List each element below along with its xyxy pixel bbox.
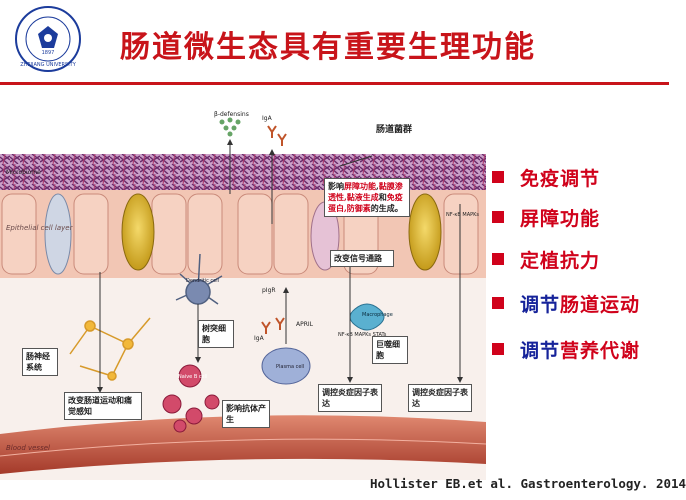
bullet-square-icon	[492, 297, 504, 309]
page-title: 肠道微生态具有重要生理功能	[120, 30, 536, 65]
macrophage-label: Macrophage	[362, 312, 393, 318]
barrier-function-box: 影响屏障功能,黏膜渗透性,黏液生成和免疫蛋白,防御素的生成。	[324, 178, 410, 217]
microbiome-label: Microbiome	[6, 169, 41, 176]
goblet-cell-2	[408, 193, 442, 271]
bullet-text: 肠道运动	[560, 293, 641, 316]
bullet-text: 屏障功能	[520, 207, 601, 230]
bullet-text: 营养代谢	[560, 339, 641, 362]
bullet-text-prefix: 调节	[520, 293, 561, 316]
macrophage-box: 巨噬细胞	[372, 336, 408, 364]
pigr-label: pIgR	[262, 287, 276, 294]
gut-flora-label: 肠道菌群	[376, 123, 412, 135]
beta-defensin-dots	[219, 117, 241, 137]
iga-molecules	[261, 125, 287, 334]
nfkb-left-label: NF-κB MAPKs STATs	[338, 332, 387, 338]
bullet-square-icon	[492, 211, 504, 223]
april-label: APRIL	[296, 321, 314, 328]
title-underline	[0, 82, 669, 85]
plasma-cell-label: Plasma cell	[276, 364, 304, 370]
blood-vessel	[0, 415, 486, 474]
goblet-cell-1	[121, 193, 155, 271]
gut-diagram: Microbiome Epithelial cell layer Blood v…	[0, 104, 487, 480]
microbiome-layer	[0, 154, 486, 190]
naive-b-label: Naive B cell	[178, 374, 207, 380]
enteric-neurons	[69, 317, 151, 381]
blood-vessel-label: Blood vessel	[6, 444, 50, 452]
bullet-barrier-function: 屏障功能	[492, 204, 600, 230]
bullet-text: 免疫调节	[520, 167, 601, 190]
bullet-square-icon	[492, 253, 504, 265]
bullet-gut-motility: 调节肠道运动	[492, 290, 640, 316]
university-logo: ZHEJIANG UNIVERSITY 1897	[15, 6, 81, 72]
enteroendocrine-cell	[44, 193, 72, 275]
antibody-box: 影响抗体产生	[222, 400, 270, 428]
bullet-square-icon	[492, 171, 504, 183]
b-cells	[162, 364, 220, 433]
plasma-cell	[261, 347, 311, 385]
svg-text:ZHEJIANG UNIVERSITY: ZHEJIANG UNIVERSITY	[20, 62, 77, 68]
enteric-nerve-box: 肠神经系统	[22, 348, 58, 376]
nfkb-right-label: NF-κB MAPKs	[446, 212, 479, 218]
epithelial-label: Epithelial cell layer	[6, 224, 74, 232]
dendritic-box: 树突细胞	[198, 320, 234, 348]
inflammation-box-2: 调控炎症因子表达	[408, 384, 472, 412]
inflammation-box-1: 调控炎症因子表达	[318, 384, 382, 412]
citation: Hollister EB.et al. Gastroenterology. 20…	[370, 476, 686, 491]
iga-lower-label: IgA	[254, 335, 265, 342]
bullet-immune-regulation: 免疫调节	[492, 164, 600, 190]
bullet-text-prefix: 调节	[520, 339, 561, 362]
bullet-colonization-resistance: 定植抗力	[492, 246, 600, 272]
bullet-square-icon	[492, 343, 504, 355]
bullet-text: 定植抗力	[520, 249, 601, 272]
macrophage	[349, 303, 385, 331]
signal-pathway-box: 改变信号通路	[330, 250, 394, 267]
bullet-nutrient-metabolism: 调节营养代谢	[492, 336, 640, 362]
iga-top-label: IgA	[262, 115, 273, 122]
beta-defensins-label: β-defensins	[214, 111, 249, 118]
dendritic-label: Dendritic cell	[186, 278, 219, 284]
svg-text:1897: 1897	[42, 50, 55, 56]
motility-box: 改变肠道运动和痛觉感知	[64, 392, 142, 420]
